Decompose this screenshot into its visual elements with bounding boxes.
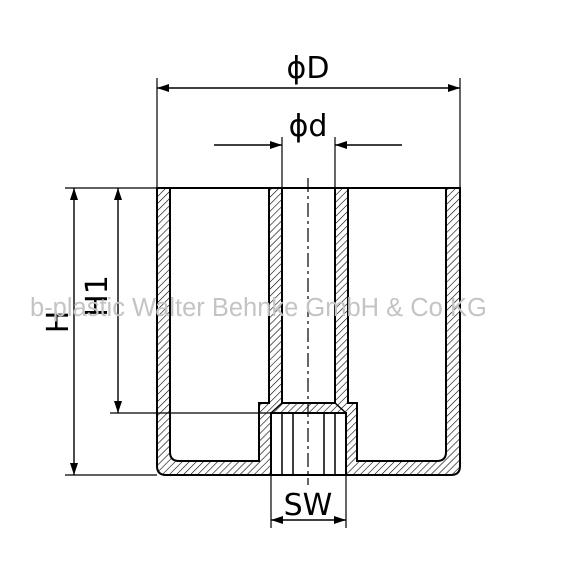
inner-diameter-label: ϕd (289, 109, 328, 144)
height-label: H (41, 311, 76, 334)
wrench-size-label: SW (284, 488, 333, 523)
extension-lines (65, 78, 461, 528)
height-h1-label: H1 (80, 275, 115, 317)
outer-diameter-label: ϕD (287, 51, 330, 86)
watermark-text: b-plastic Walter Behnke GmbH & Co KG (30, 294, 487, 322)
dimension-lines (70, 84, 460, 524)
